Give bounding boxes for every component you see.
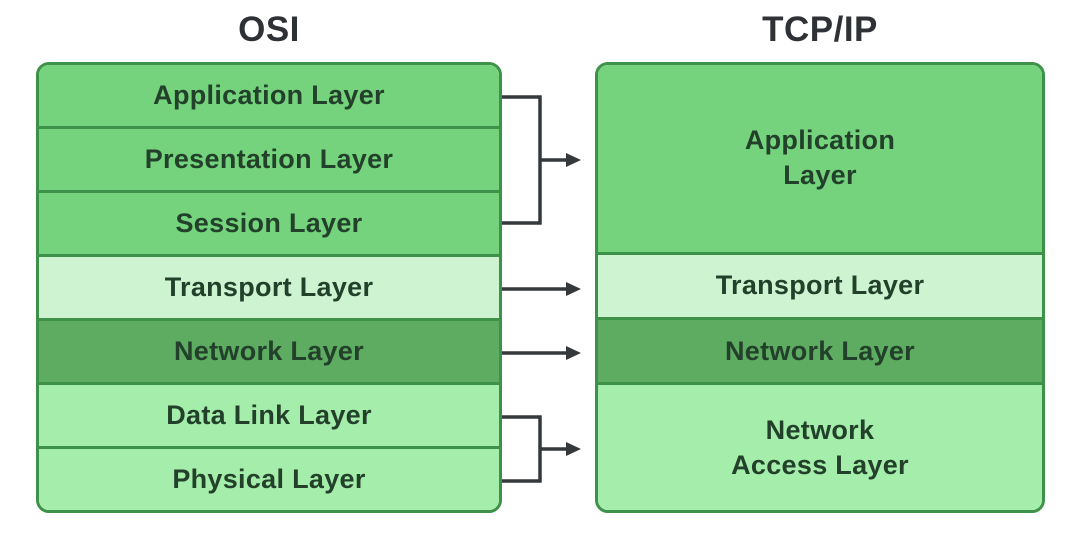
osi-layer-transport: Transport Layer [39, 254, 499, 318]
osi-layer-physical: Physical Layer [39, 446, 499, 510]
tcpip-layer-transport-label: Transport Layer [715, 270, 925, 301]
osi-layer-datalink: Data Link Layer [39, 382, 499, 446]
osi-layer-application-label: Application Layer [153, 79, 385, 110]
osi-layer-session-label: Session Layer [175, 207, 363, 238]
osi-layer-datalink-label: Data Link Layer [166, 399, 372, 430]
network-arrowhead-icon [566, 346, 581, 360]
osi-layer-network-label: Network Layer [174, 335, 364, 366]
lower-merge-bracket [502, 415, 581, 483]
transport-arrowhead-icon [566, 282, 581, 296]
tcpip-layer-network: Network Layer [598, 317, 1042, 383]
osi-layer-transport-label: Transport Layer [164, 271, 374, 302]
osi-layer-presentation: Presentation Layer [39, 126, 499, 190]
osi-layer-application: Application Layer [39, 65, 499, 126]
lower-merge-arrowhead-icon [566, 442, 581, 456]
osi-column-title: OSI [238, 10, 300, 49]
tcpip-layer-network-access: Network Access Layer [598, 382, 1042, 510]
osi-layer-stack: Application Layer Presentation Layer Ses… [36, 62, 502, 513]
tcpip-layer-network-label: Network Layer [725, 335, 915, 366]
tcpip-column-title: TCP/IP [762, 10, 878, 49]
upper-merge-bracket [502, 95, 581, 225]
tcpip-layer-stack: Application Layer Transport Layer Networ… [595, 62, 1045, 513]
transport-arrow [502, 282, 581, 296]
tcpip-layer-network-access-label: Network Access Layer [731, 414, 909, 480]
upper-bracket-line [502, 95, 542, 225]
lower-bracket-line [502, 415, 542, 483]
osi-layer-network: Network Layer [39, 318, 499, 382]
osi-layer-presentation-label: Presentation Layer [144, 143, 394, 174]
tcpip-layer-application: Application Layer [598, 65, 1042, 252]
tcpip-layer-application-label: Application Layer [744, 125, 896, 191]
network-arrow [502, 346, 581, 360]
upper-merge-arrowhead-icon [566, 153, 581, 167]
tcpip-layer-transport: Transport Layer [598, 251, 1042, 318]
osi-layer-physical-label: Physical Layer [172, 463, 366, 494]
osi-layer-session: Session Layer [39, 190, 499, 254]
